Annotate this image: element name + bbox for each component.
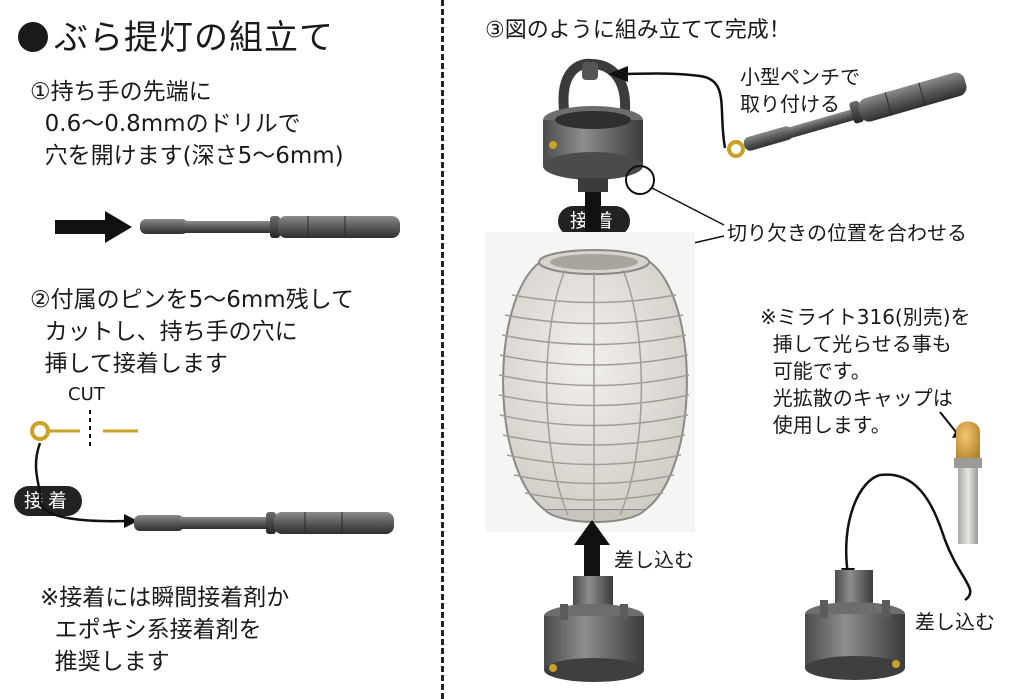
step1-line-2: 0.6〜0.8mmのドリルで bbox=[30, 111, 301, 137]
step1-arrow-icon bbox=[55, 211, 132, 243]
note-line-3: 推奨します bbox=[40, 649, 170, 675]
cap-pointer-line bbox=[939, 411, 957, 433]
handle-rod-step2 bbox=[134, 512, 394, 534]
note-line-1: ※接着には瞬間接着剤か bbox=[40, 585, 290, 611]
insert-label: 差し込む bbox=[614, 548, 694, 572]
mirite-line-1: ※ミライト316(別売)を bbox=[760, 305, 971, 329]
cut-label: CUT bbox=[68, 384, 105, 405]
note-line-2: エポキシ系接着剤を bbox=[40, 617, 262, 643]
handle-rod-step1 bbox=[140, 216, 400, 238]
notch-leader-top bbox=[651, 187, 725, 226]
glue-connector-line bbox=[34, 442, 129, 523]
mirite-line-2: 挿して光らせる事も bbox=[760, 332, 952, 356]
step2-line-2: カットし、持ち手の穴に bbox=[30, 319, 298, 345]
handle-rod-step3 bbox=[727, 72, 967, 158]
lantern-base-2 bbox=[805, 570, 905, 680]
mirite-line-4: 光拡散のキャップは bbox=[760, 386, 953, 410]
step2-line-1: ②付属のピンを5〜6mm残して bbox=[30, 287, 355, 313]
pliers-line-2: 取り付ける bbox=[740, 92, 840, 116]
eye-pin-icon bbox=[30, 421, 138, 441]
step1-line-1: ①持ち手の先端に bbox=[30, 79, 212, 105]
mirite-line-3: 可能です。 bbox=[760, 359, 871, 383]
step1-line-3: 穴を開けます(深さ5〜6mm) bbox=[30, 143, 344, 169]
section-divider bbox=[441, 0, 444, 699]
led-connector-line bbox=[844, 473, 972, 602]
notch-label: 切り欠きの位置を合わせる bbox=[727, 221, 967, 245]
bullet-icon bbox=[18, 22, 48, 52]
step2-line-3: 挿して接着します bbox=[30, 351, 228, 377]
lantern-base bbox=[544, 576, 644, 682]
mirite-line-5: 使用します。 bbox=[760, 413, 891, 437]
page-title: ぶら提灯の組立て bbox=[18, 10, 334, 59]
lantern-top-cap bbox=[543, 58, 643, 192]
notch-circle-top bbox=[625, 165, 655, 195]
pliers-arrowhead-icon bbox=[608, 66, 628, 82]
led-light-mirite bbox=[954, 421, 982, 544]
lantern-shade bbox=[485, 232, 695, 532]
pliers-connector-line bbox=[619, 72, 727, 149]
connector-arrowhead-icon bbox=[124, 514, 138, 528]
pliers-line-1: 小型ペンチで bbox=[740, 65, 860, 89]
insert-label-2: 差し込む bbox=[915, 610, 995, 634]
step3-title: ③図のように組み立てて完成！ bbox=[485, 18, 791, 43]
